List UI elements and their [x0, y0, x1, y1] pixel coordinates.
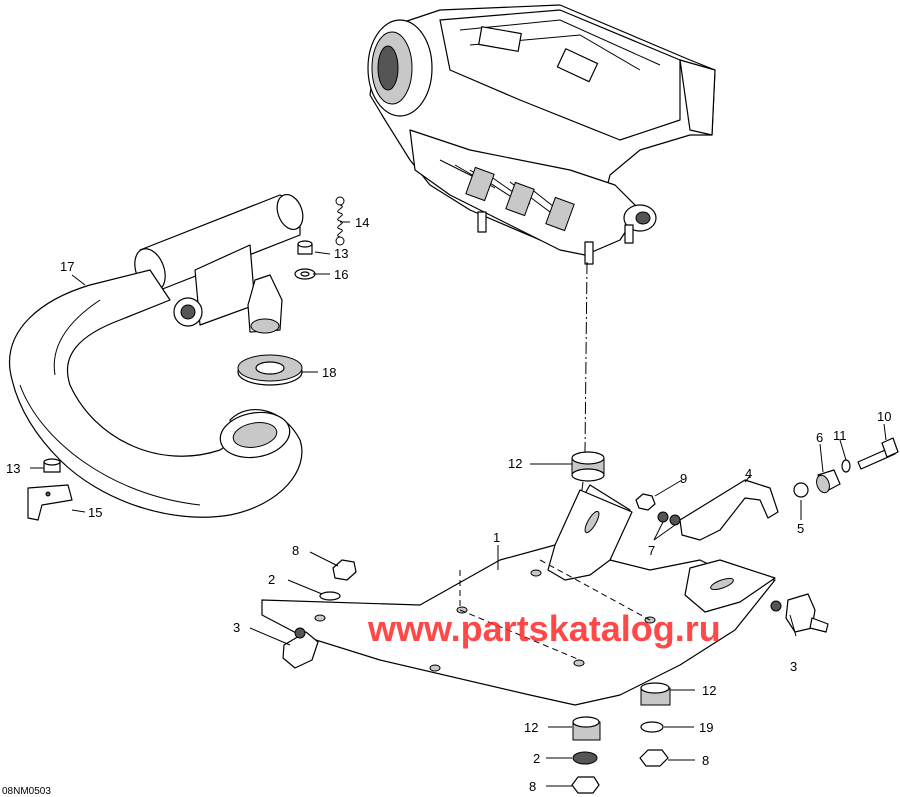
spring-part — [335, 196, 345, 246]
callout-13-lower: 13 — [6, 461, 20, 476]
bolt-10-part — [857, 437, 899, 470]
callout-3-left: 3 — [233, 620, 240, 635]
washer-7a-part — [657, 511, 669, 523]
callout-19: 19 — [699, 720, 713, 735]
callout-8-bottom: 8 — [529, 779, 536, 794]
nut-8-bottom — [571, 776, 600, 794]
alignment-centerline — [584, 261, 588, 453]
screw-part-upper — [297, 240, 313, 255]
callout-6: 6 — [816, 430, 823, 445]
spacer-12-right — [640, 682, 671, 706]
nut-8-upper — [332, 559, 357, 581]
callout-3-right: 3 — [790, 659, 797, 674]
leader-lines — [30, 221, 887, 787]
nut-9-part — [635, 493, 656, 511]
callout-18: 18 — [322, 365, 336, 380]
spacer-5-part — [793, 482, 809, 498]
bracket-4-part — [679, 479, 779, 541]
spacer-12-top — [571, 451, 605, 482]
rubber-mount-right — [770, 593, 829, 633]
callout-5: 5 — [797, 521, 804, 536]
washer-2-upper — [319, 591, 341, 601]
bushing-6-part — [816, 469, 841, 494]
callout-7: 7 — [648, 543, 655, 558]
callout-9: 9 — [680, 471, 687, 486]
callout-10: 10 — [877, 409, 891, 424]
callout-2-upper: 2 — [268, 572, 275, 587]
callout-13-upper: 13 — [334, 246, 348, 261]
washer-2-bottom — [572, 751, 598, 765]
grommet-part — [237, 354, 303, 386]
watermark-text: www.partskatalog.ru — [367, 608, 721, 649]
washer-7b-part — [669, 514, 681, 526]
callout-17: 17 — [60, 259, 74, 274]
callout-15: 15 — [88, 505, 102, 520]
figure-code: 08NM0503 — [2, 786, 51, 797]
callout-14: 14 — [355, 215, 369, 230]
washer-19 — [640, 721, 664, 733]
nut-8-right — [639, 749, 669, 767]
engine-mount-plate — [261, 484, 776, 706]
callout-11: 11 — [833, 428, 847, 443]
callout-16: 16 — [334, 267, 348, 282]
callout-4: 4 — [745, 466, 752, 481]
bracket-part — [27, 458, 73, 521]
callout-12-bottom: 12 — [524, 720, 538, 735]
engine-assembly — [367, 4, 716, 265]
callout-8-upper: 8 — [292, 543, 299, 558]
callout-2-lower: 2 — [533, 751, 540, 766]
callout-12-right: 12 — [702, 683, 716, 698]
spacer-12-bottom — [572, 716, 601, 741]
callout-8-right: 8 — [702, 753, 709, 768]
callout-12-top: 12 — [508, 456, 522, 471]
callout-1: 1 — [493, 530, 500, 545]
washer-11-part — [841, 459, 851, 473]
muffler-assembly — [8, 193, 304, 518]
rubber-mount-left — [282, 627, 319, 669]
